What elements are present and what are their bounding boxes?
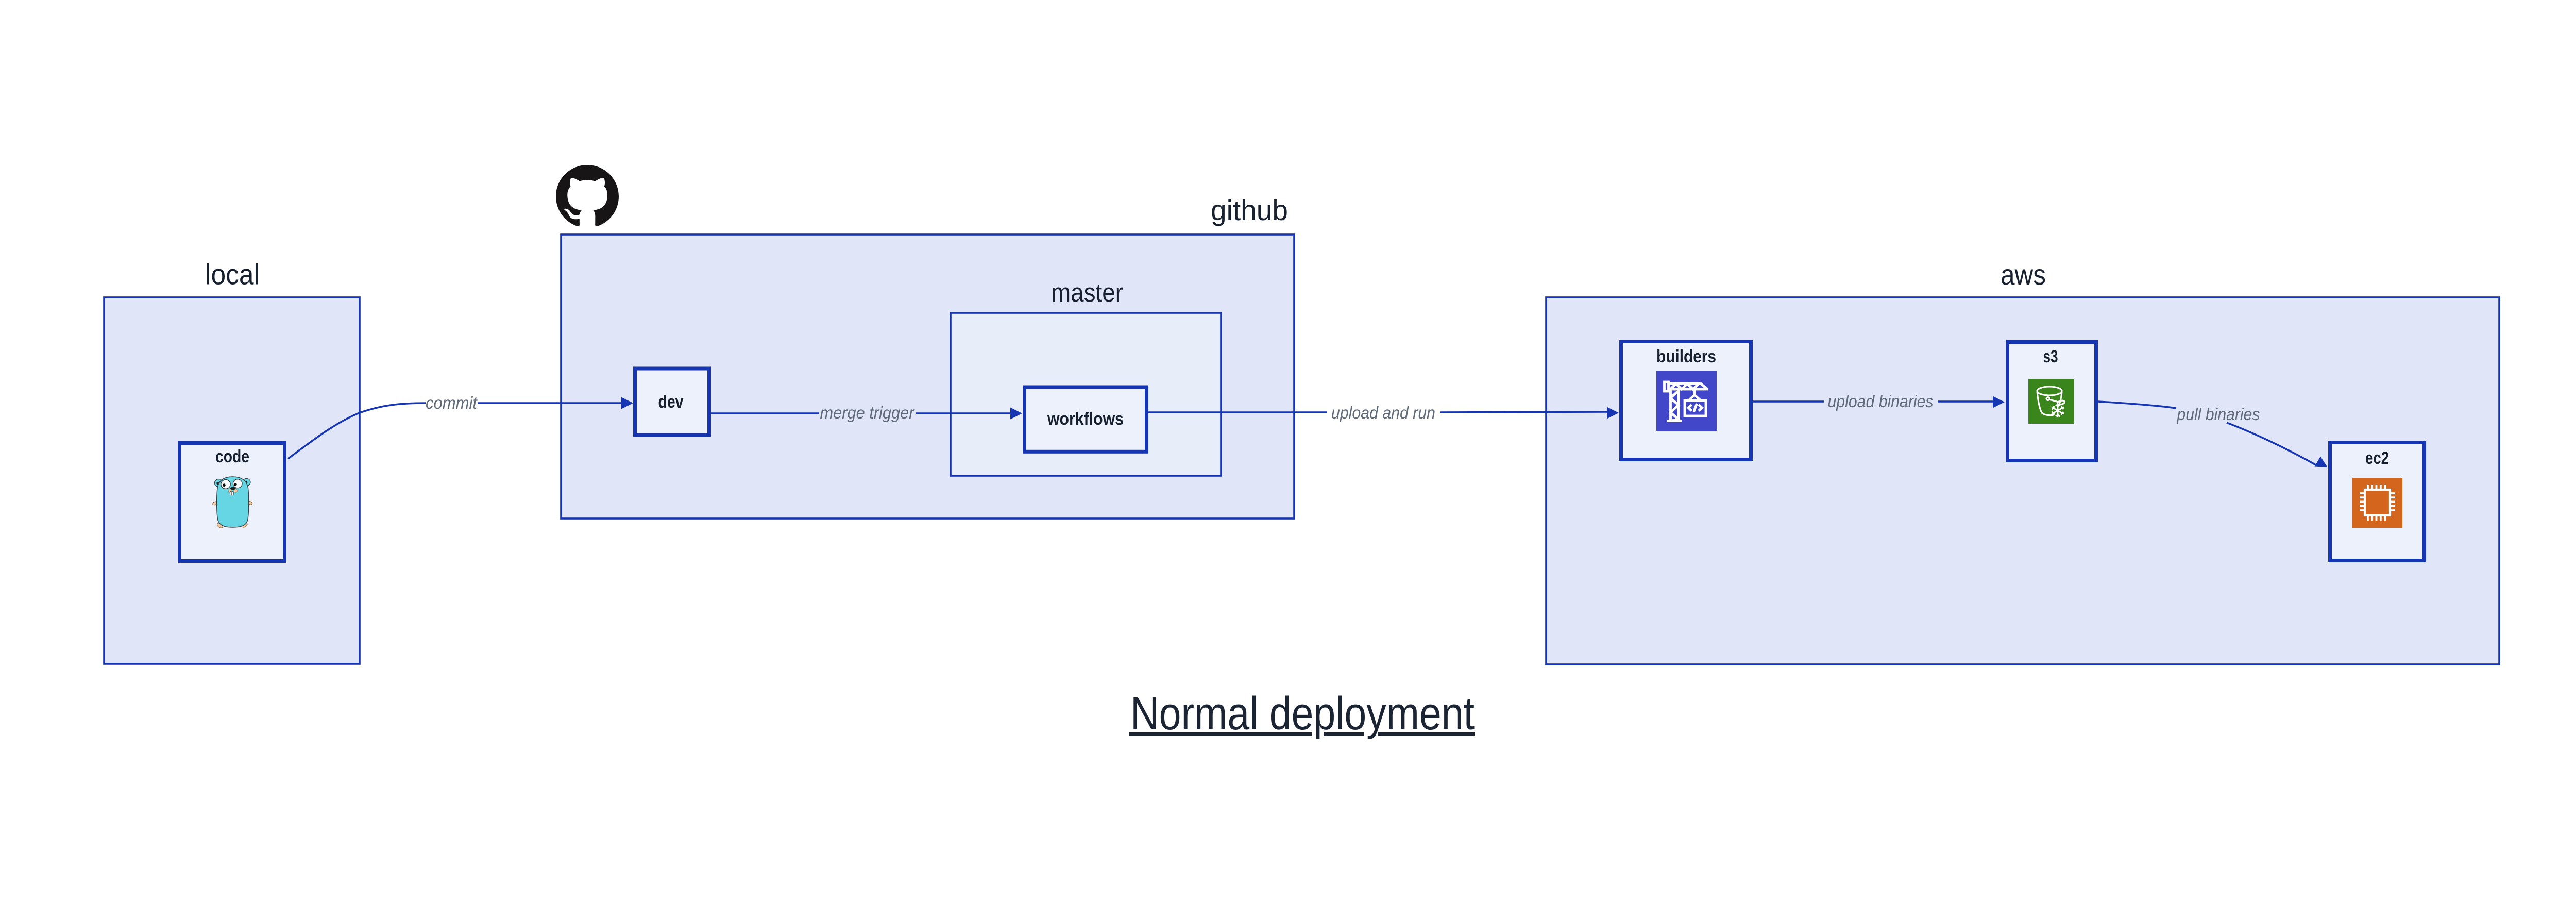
svg-text:Normal deployment: Normal deployment	[1130, 688, 1475, 740]
svg-text:builders: builders	[1656, 347, 1716, 366]
svg-text:code: code	[215, 447, 249, 466]
svg-text:commit: commit	[426, 393, 478, 412]
svg-text:s3: s3	[2043, 347, 2058, 366]
svg-text:upload and run: upload and run	[1331, 403, 1435, 422]
svg-text:dev: dev	[658, 392, 684, 412]
svg-text:aws: aws	[2001, 258, 2046, 291]
svg-text:pull binaries: pull binaries	[2177, 405, 2260, 424]
svg-text:master: master	[1051, 278, 1123, 307]
svg-text:workflows: workflows	[1047, 409, 1124, 429]
svg-text:local: local	[205, 258, 260, 291]
svg-text:github: github	[1211, 194, 1288, 226]
svg-text:merge trigger: merge trigger	[820, 403, 916, 422]
svg-text:upload binaries: upload binaries	[1828, 392, 1934, 411]
svg-text:ec2: ec2	[2365, 448, 2389, 468]
